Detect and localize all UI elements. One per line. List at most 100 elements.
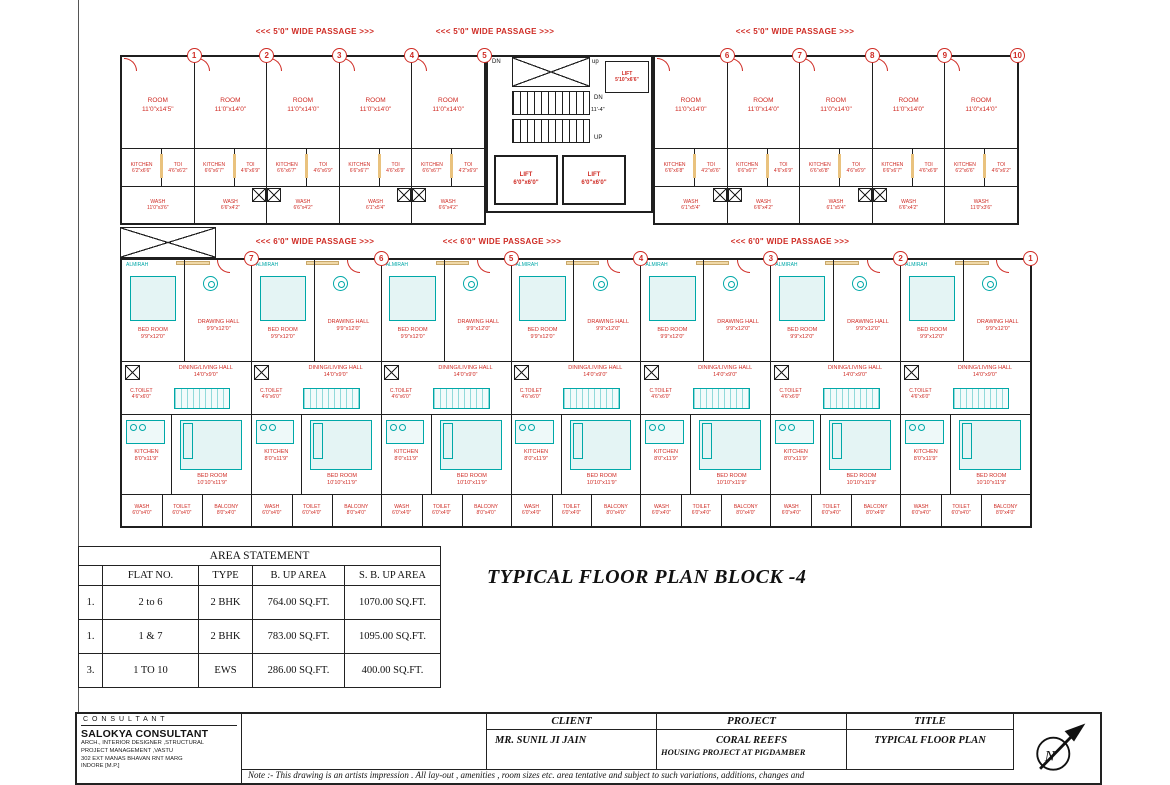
toilet-area: TOI 4'2"x6'9" xyxy=(452,148,484,186)
room-size: 11'0"x14'0" xyxy=(287,105,319,113)
wash-area: WASH 6'0"x4'0" xyxy=(641,494,681,526)
room-number-badge: 8 xyxy=(864,48,880,63)
common-toilet-label: C.TOILET 4'6"x6'0" xyxy=(641,388,680,401)
kitchen-size: 6'6"x6'7" xyxy=(422,167,442,174)
toilet-size: 6'0"x4'0" xyxy=(821,510,841,517)
kitchen-area: KITCHEN 6'6"x6'7" xyxy=(339,148,381,187)
toilet-label: TOI xyxy=(706,161,715,168)
room-size: 11'0"x14'0" xyxy=(359,105,392,113)
almirah-label: ALMIRAH xyxy=(645,262,668,268)
shaft-icon xyxy=(644,365,659,381)
kitchen-size: 6'2"x6'6" xyxy=(131,167,152,174)
consultant-line: INDORE [M.P.] xyxy=(81,763,120,770)
balcony-label: BALCONY xyxy=(993,503,1018,510)
kitchen-label: KITCHEN xyxy=(420,161,443,168)
almirah-cabinet-icon xyxy=(435,261,470,265)
lift-box: LIFT 6'0"x6'0" xyxy=(494,155,558,205)
wash-label: WASH xyxy=(222,198,238,205)
lift-size: 5'10"x6'6" xyxy=(615,77,639,83)
common-toilet-label: C.TOILET 4'6"x6'0" xyxy=(382,388,421,401)
wall xyxy=(300,414,302,495)
wash-area: WASH 6'1"x5'4" xyxy=(655,186,727,223)
client-value: MR. SUNIL JI JAIN xyxy=(495,735,587,746)
wall xyxy=(771,361,901,363)
toilet-size: 4'6"x6'2" xyxy=(991,167,1011,174)
wall xyxy=(511,414,641,416)
area-statement-title: AREA STATEMENT xyxy=(78,546,441,566)
ews-room-unit: 2 ROOM 11'0"x14'0" KITCHEN 6'6"x6'7" TOI… xyxy=(194,48,275,223)
up-label: up xyxy=(592,59,599,65)
wall xyxy=(251,361,381,363)
toilet-size: 4'6"x6'9" xyxy=(386,167,406,174)
kitchen-name: KITCHEN xyxy=(653,448,678,455)
dining-hall-size: 14'0"x9'0" xyxy=(972,372,997,379)
wash-size: 6'0"x4'0" xyxy=(781,510,801,517)
ews-room-unit: 3 ROOM 11'0"x14'0" KITCHEN 6'6"x6'7" TOI… xyxy=(267,48,347,223)
wall xyxy=(703,260,705,362)
plan-title: TYPICAL FLOOR PLAN BLOCK -4 xyxy=(487,566,807,588)
toilet-size: 4'6"x6'9" xyxy=(919,167,939,174)
toilet-area: TOI 4'6"x6'2" xyxy=(162,148,194,186)
bedroom1-label: BED ROOM 9'9"x12'0" xyxy=(252,327,314,341)
area-col-flat-no: FLAT NO. xyxy=(102,565,199,586)
common-toilet-label: C.TOILET 4'6"x6'0" xyxy=(512,388,551,401)
cell-sl: 3. xyxy=(78,653,103,688)
bed-icon xyxy=(309,419,372,471)
flat-unit: 2 ALMIRAH BED ROOM 9'9"x12'0" DRAWING HA… xyxy=(771,251,909,526)
room-name: ROOM xyxy=(680,96,701,104)
balcony-label: BALCONY xyxy=(474,503,499,510)
wash-label: WASH xyxy=(394,503,410,510)
dining-hall-name: DINING/LIVING HALL xyxy=(568,365,623,372)
kitchen-label: KITCHEN 8'0"x11'9" xyxy=(901,449,950,463)
dining-table-icon xyxy=(692,387,750,409)
cell-bup-area: 764.00 SQ.FT. xyxy=(252,585,345,620)
wash-label: WASH xyxy=(901,198,916,205)
ews-room-unit: 1 ROOM 11'0"x14'5" KITCHEN 6'2"x6'6" TOI… xyxy=(122,48,202,223)
shaft-icon xyxy=(727,188,742,203)
wall xyxy=(183,260,185,362)
drawing-hall-name: DRAWING HALL xyxy=(976,318,1019,325)
balcony-size: 8'0"x4'0" xyxy=(606,510,626,517)
kitchen-area: KITCHEN 6'6"x6'7" xyxy=(412,148,454,187)
flat-unit: 1 ALMIRAH BED ROOM 9'9"x12'0" DRAWING HA… xyxy=(901,251,1039,526)
consultant-line: PROJECT MANAGEMENT ,VASTU xyxy=(81,747,174,754)
toilet-size: 4'2"x6'9" xyxy=(458,167,478,174)
bed-icon xyxy=(519,275,566,322)
balcony-size: 8'0"x4'0" xyxy=(346,510,366,517)
room-size: 11'0"x14'0" xyxy=(675,105,707,113)
wall xyxy=(313,260,315,362)
almirah-cabinet-icon xyxy=(695,261,730,265)
bedroom2-size: 10'10"x11'9" xyxy=(327,479,357,486)
kitchen-area: KITCHEN 6'6"x6'7" xyxy=(727,148,769,187)
wash-area: WASH 6'6"x4'2" xyxy=(727,186,800,223)
ews-room-unit: 6 ROOM 11'0"x14'0" KITCHEN 6'6"x6'8" TOI… xyxy=(655,48,735,223)
flat-unit: 5 ALMIRAH BED ROOM 9'9"x12'0" DRAWING HA… xyxy=(381,251,519,526)
wash-size: 6'6"x4'2" xyxy=(293,205,313,212)
balcony-area: BALCONY 8'0"x4'0" xyxy=(332,494,381,526)
wall xyxy=(950,414,952,495)
kitchen-size: 6'6"x6'7" xyxy=(349,167,369,174)
bedroom2-label: BED ROOM 10'10"x11'9" xyxy=(563,473,640,487)
cell-flat-no: 1 & 7 xyxy=(102,619,199,654)
dining-hall-label: DINING/LIVING HALL 14'0"x9'0" xyxy=(680,365,770,379)
kitchen-label: KITCHEN xyxy=(348,161,371,168)
sofa-table-icon xyxy=(203,275,219,291)
flat-number-badge: 3 xyxy=(763,251,779,266)
ews-room-unit: 8 ROOM 11'0"x14'0" KITCHEN 6'6"x6'8" TOI… xyxy=(800,48,880,223)
almirah-label: ALMIRAH xyxy=(255,262,279,268)
wash-label: WASH xyxy=(524,503,539,510)
room-label: ROOM 11'0"x14'0" xyxy=(412,97,484,115)
bedroom2-name: BED ROOM xyxy=(716,472,747,479)
toilet-label: TOILET xyxy=(562,503,581,510)
bed-icon xyxy=(829,419,892,471)
wash-label: WASH xyxy=(783,503,799,510)
wall xyxy=(551,494,553,526)
bedroom1-name: BED ROOM xyxy=(787,326,818,333)
sofa-table-icon xyxy=(462,275,478,291)
common-toilet-size: 4'6"x6'0" xyxy=(521,394,541,401)
bedroom2-size: 10'10"x11'9" xyxy=(716,479,747,486)
kitchen-area: KITCHEN 6'6"x6'7" xyxy=(267,148,309,187)
bed-icon xyxy=(439,419,502,471)
svg-text:N: N xyxy=(1044,748,1056,764)
passage-label-mid-3: <<< 6'0" WIDE PASSAGE >>> xyxy=(730,237,850,246)
